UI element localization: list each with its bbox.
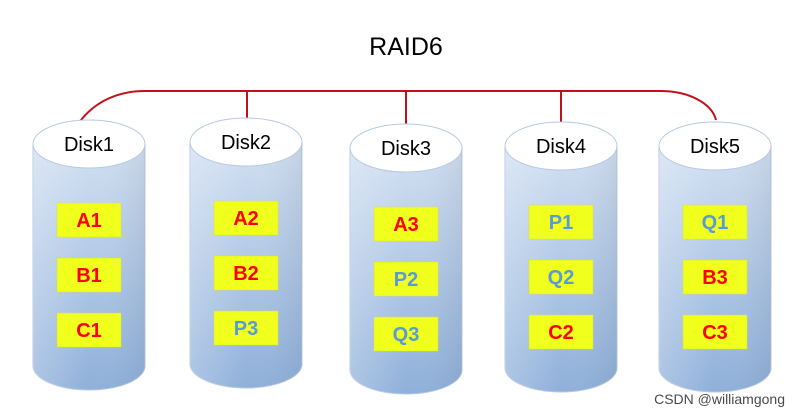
stripe-block-box: [682, 204, 748, 240]
stripe-block-c3: C3: [682, 314, 748, 350]
disk-label: Disk1: [64, 134, 114, 156]
stripe-block-box: [56, 202, 122, 238]
disk-label: Disk4: [536, 136, 586, 158]
stripe-block-label: Q2: [548, 267, 575, 289]
stripe-block-c2: C2: [528, 314, 594, 350]
stripe-block-box: [373, 206, 439, 242]
stripe-block-box: [373, 316, 439, 352]
stripe-block-a3: A3: [373, 206, 439, 242]
stripe-block-box: [213, 310, 279, 346]
stripe-block-label: C2: [548, 322, 574, 344]
stripe-block-box: [528, 314, 594, 350]
stripe-block-q2: Q2: [528, 259, 594, 295]
stripe-block-q3: Q3: [373, 316, 439, 352]
stripe-block-label: P1: [549, 212, 573, 234]
stripe-block-box: [213, 200, 279, 236]
stripe-block-label: A1: [76, 210, 102, 232]
stripe-block-box: [528, 204, 594, 240]
stripe-block-box: [373, 261, 439, 297]
stripe-block-p1: P1: [528, 204, 594, 240]
stripe-block-box: [56, 257, 122, 293]
disk-cylinder-top: [189, 117, 303, 167]
stripe-block-p3: P3: [213, 310, 279, 346]
stripe-block-b3: B3: [682, 259, 748, 295]
stripe-block-label: C1: [76, 320, 102, 342]
stripe-block-c1: C1: [56, 312, 122, 348]
stripe-block-a1: A1: [56, 202, 122, 238]
diagram-title: RAID6: [369, 33, 443, 61]
stripe-block-label: C3: [702, 322, 728, 344]
stripe-block-box: [682, 259, 748, 295]
stripe-block-a2: A2: [213, 200, 279, 236]
stripe-block-b1: B1: [56, 257, 122, 293]
stripe-block-label: B2: [233, 263, 259, 285]
disk-label: Disk2: [221, 132, 271, 154]
stripe-block-label: A2: [233, 208, 259, 230]
disk-cylinder-top: [658, 121, 772, 171]
disk-label: Disk5: [690, 136, 740, 158]
stripe-block-p2: P2: [373, 261, 439, 297]
stripe-block-label: Q3: [393, 324, 420, 346]
stripe-block-label: Q1: [702, 212, 729, 234]
stripe-block-b2: B2: [213, 255, 279, 291]
disk-cylinder-top: [32, 119, 146, 169]
stripe-block-label: P2: [394, 269, 418, 291]
disk-cylinder-top: [349, 123, 463, 173]
disk-label: Disk3: [381, 138, 431, 160]
disk-cylinder-top: [504, 121, 618, 171]
stripe-block-label: P3: [234, 318, 258, 340]
stripe-block-box: [213, 255, 279, 291]
stripe-block-label: B1: [76, 265, 102, 287]
stripe-block-box: [56, 312, 122, 348]
stripe-block-box: [528, 259, 594, 295]
raid-connector-line: [77, 90, 717, 128]
watermark-text: CSDN @williamgong: [654, 391, 785, 407]
stripe-block-label: A3: [393, 214, 419, 236]
stripe-block-box: [682, 314, 748, 350]
stripe-block-q1: Q1: [682, 204, 748, 240]
stripe-block-label: B3: [702, 267, 728, 289]
